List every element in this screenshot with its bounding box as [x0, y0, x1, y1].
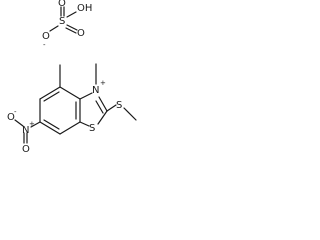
atom-oh: OH [77, 3, 92, 14]
chemical-structure-diagram: OH O S O O - N [7, 0, 137, 155]
atom-nitro-o2: O [22, 144, 30, 155]
bond-s-o-right-b [65, 27, 77, 34]
charge-nitro-n: + [29, 120, 35, 128]
bond-c2-s1 [97, 110, 108, 125]
bond-s-o-right-a [66, 24, 78, 31]
bond-sme-methyl [123, 107, 137, 121]
benzothiazolium-cation: N + S S O - N + O [7, 63, 137, 155]
atom-n3: N [92, 85, 99, 96]
charge-nitro-o1: - [14, 108, 17, 116]
bond-c4-c3a [59, 86, 81, 100]
bond-c7-c6-inner [43, 119, 60, 130]
bond-c7a-c7 [59, 121, 81, 135]
atom-o-left: O [42, 31, 50, 42]
bond-n3-c2 [98, 96, 108, 112]
bond-c6-nitro-n [30, 121, 41, 128]
atom-s-sulfate: S [59, 16, 65, 27]
atom-o-top: O [58, 0, 66, 9]
charge-o-left: - [43, 41, 46, 49]
atom-o-right: O [77, 28, 85, 39]
bond-s1-c7a [79, 121, 90, 127]
charge-n3: + [100, 79, 106, 87]
bond-c3a-n3 [79, 92, 93, 100]
bond-nitro-n-o1 [14, 119, 24, 127]
bond-c5-c4 [39, 86, 61, 100]
atom-s1-ring: S [89, 123, 95, 134]
bond-c7-c6 [39, 121, 61, 135]
bond-c5-c4-inner [43, 91, 60, 102]
atom-nitro-n: N [22, 125, 29, 136]
bond-s-o-left [49, 25, 59, 32]
bond-n3-c2-inner [95, 100, 104, 114]
atom-s-methylthio: S [116, 100, 122, 111]
atom-nitro-o1: O [7, 112, 15, 123]
bond-s-oh [66, 11, 77, 18]
sulfate-anion: OH O S O O - [42, 0, 92, 49]
bond-c2-sme [106, 104, 117, 112]
